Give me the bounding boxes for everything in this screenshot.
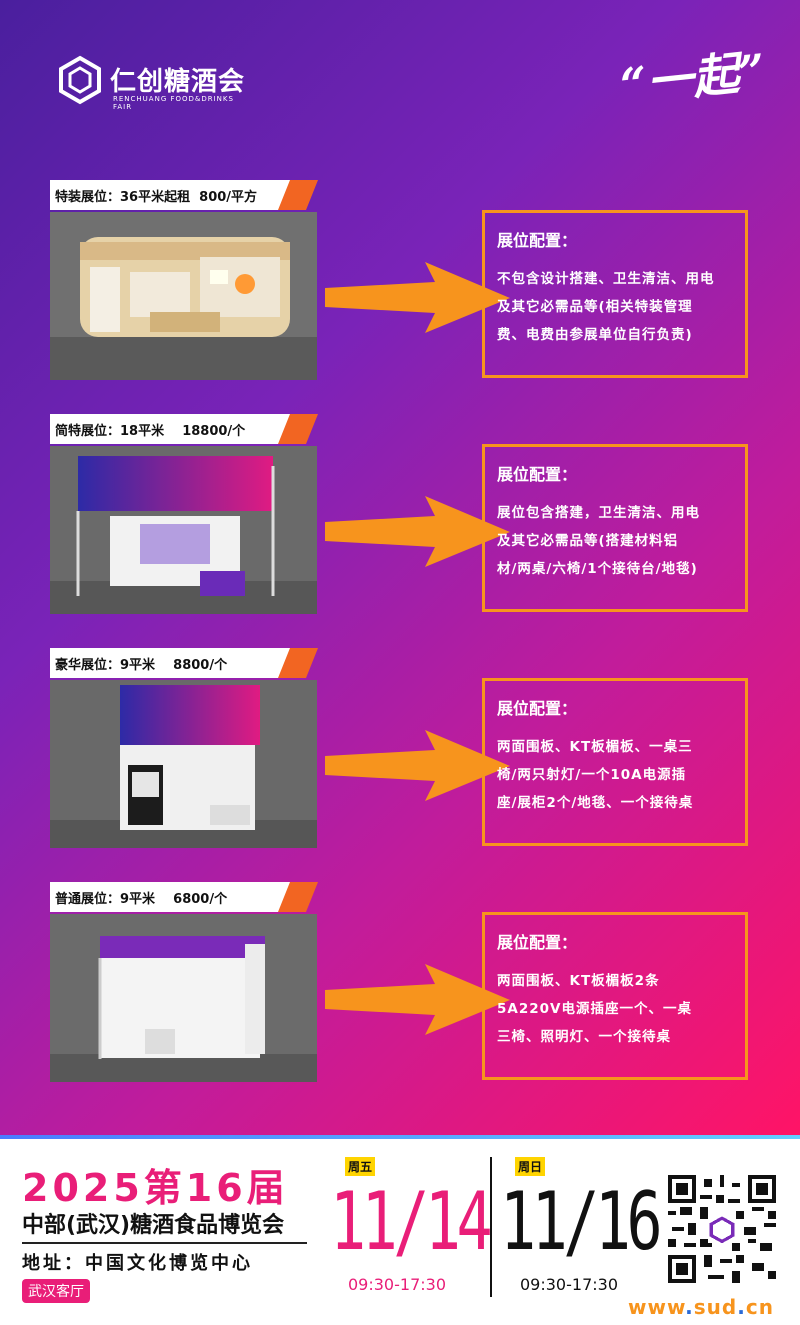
config-line: 及其它必需品等(相关特装管理 bbox=[497, 299, 693, 315]
right-arrow-icon bbox=[325, 496, 510, 567]
config-body: 展位包含搭建，卫生清洁、用电 及其它必需品等(搭建材料铝 材/两桌/六椅/1个接… bbox=[497, 499, 742, 583]
booth-label: 普通展位：9平米 6800/个 bbox=[55, 892, 228, 907]
booth-photo-simple bbox=[50, 446, 317, 614]
watermark-dot: . bbox=[737, 1295, 746, 1319]
right-arrow-icon bbox=[325, 730, 510, 801]
booth-label: 简特展位：18平米 18800/个 bbox=[55, 424, 246, 439]
watermark-pre: www bbox=[628, 1295, 686, 1319]
config-body: 不包含设计搭建、卫生清洁、用电 及其它必需品等(相关特装管理 费、电费由参展单位… bbox=[497, 265, 742, 349]
config-line: 两面围板、KT板楣板2条 bbox=[497, 973, 660, 989]
right-arrow-icon bbox=[325, 262, 510, 333]
hall-badge: 武汉客厅 bbox=[22, 1279, 90, 1303]
config-line: 座/展柜2个/地毯、一个接待桌 bbox=[497, 795, 694, 811]
poster-background: 仁创糖酒会 RENCHUANG FOOD&DRINKS FAIR “一起” 特装… bbox=[0, 0, 800, 1135]
config-line: 费、电费由参展单位自行负责) bbox=[497, 327, 693, 343]
address: 地址：中国文化博览中心 bbox=[22, 1253, 253, 1274]
end-time: 09:30-17:30 bbox=[520, 1275, 618, 1294]
watermark-post: cn bbox=[745, 1295, 774, 1319]
hexagon-logo-icon bbox=[59, 55, 101, 105]
config-line: 椅/两只射灯/一个10A电源插 bbox=[497, 767, 687, 783]
config-line: 5A220V电源插座一个、一桌 bbox=[497, 1001, 692, 1017]
booth-label: 特装展位：36平米起租 800/平方 bbox=[55, 190, 258, 205]
booth-config-standard: 展位配置： 两面围板、KT板楣板2条 5A220V电源插座一个、一桌 三椅、照明… bbox=[482, 912, 748, 1080]
start-day-badge: 周五 bbox=[345, 1157, 376, 1176]
start-date: 11/14 bbox=[330, 1175, 493, 1268]
end-day-badge: 周日 bbox=[515, 1157, 546, 1176]
brand-name: 仁创糖酒会 bbox=[110, 67, 246, 97]
slogan: “一起” bbox=[617, 43, 768, 113]
config-line: 两面围板、KT板楣板、一桌三 bbox=[497, 739, 693, 755]
config-body: 两面围板、KT板楣板2条 5A220V电源插座一个、一桌 三椅、照明灯、一个接待… bbox=[497, 967, 742, 1051]
config-title: 展位配置： bbox=[497, 933, 578, 952]
booth-config-simple: 展位配置： 展位包含搭建，卫生清洁、用电 及其它必需品等(搭建材料铝 材/两桌/… bbox=[482, 444, 748, 612]
start-time: 09:30-17:30 bbox=[348, 1275, 446, 1294]
config-line: 及其它必需品等(搭建材料铝 bbox=[497, 533, 679, 549]
brand-subtitle: RENCHUANG FOOD&DRINKS FAIR bbox=[113, 95, 234, 111]
right-arrow-icon bbox=[325, 964, 510, 1035]
footer: 2025第16届 中部(武汉)糖酒食品博览会 地址：中国文化博览中心 武汉客厅 … bbox=[0, 1135, 800, 1325]
booth-photo-special bbox=[50, 212, 317, 380]
year-session: 2025第16届 bbox=[22, 1166, 289, 1210]
watermark-dot: . bbox=[685, 1295, 694, 1319]
footer-rule bbox=[0, 1135, 800, 1139]
config-line: 展位包含搭建，卫生清洁、用电 bbox=[497, 505, 700, 521]
watermark: www.sud.cn bbox=[628, 1295, 774, 1319]
booth-section-simple-special: 简特展位：18平米 18800/个 展位配置： 展位包含搭建 bbox=[50, 414, 770, 619]
watermark-mid: sud bbox=[693, 1295, 738, 1319]
booth-section-special: 特装展位：36平米起租 800/平方 展位配置： 不包含设计搭建 bbox=[50, 180, 770, 385]
booth-label-bar: 豪华展位：9平米 8800/个 bbox=[50, 648, 315, 678]
config-title: 展位配置： bbox=[497, 465, 578, 484]
fair-name: 中部(武汉)糖酒食品博览会 bbox=[22, 1213, 285, 1238]
qr-code-icon bbox=[668, 1175, 776, 1283]
booth-section-standard: 普通展位：9平米 6800/个 展位配置： 两面围板、KT板楣板2条 5A220… bbox=[50, 882, 770, 1087]
config-body: 两面围板、KT板楣板、一桌三 椅/两只射灯/一个10A电源插 座/展柜2个/地毯… bbox=[497, 733, 742, 817]
config-line: 三椅、照明灯、一个接待桌 bbox=[497, 1029, 671, 1045]
end-date: 11/16 bbox=[500, 1175, 663, 1268]
brand-logo: 仁创糖酒会 RENCHUANG FOOD&DRINKS FAIR bbox=[55, 55, 245, 115]
booth-label-bar: 特装展位：36平米起租 800/平方 bbox=[50, 180, 315, 210]
booth-label: 豪华展位：9平米 8800/个 bbox=[55, 658, 228, 673]
config-title: 展位配置： bbox=[497, 699, 578, 718]
booth-section-luxury: 豪华展位：9平米 8800/个 展位配置： 两面围板、KT板楣板、一桌三 椅/两 bbox=[50, 648, 770, 853]
booth-config-luxury: 展位配置： 两面围板、KT板楣板、一桌三 椅/两只射灯/一个10A电源插 座/展… bbox=[482, 678, 748, 846]
config-line: 不包含设计搭建、卫生清洁、用电 bbox=[497, 271, 715, 287]
booth-photo-luxury bbox=[50, 680, 317, 848]
footer-underline bbox=[22, 1242, 307, 1244]
date-divider bbox=[490, 1157, 492, 1297]
booth-label-bar: 简特展位：18平米 18800/个 bbox=[50, 414, 315, 444]
config-line: 材/两桌/六椅/1个接待台/地毯) bbox=[497, 561, 698, 577]
config-title: 展位配置： bbox=[497, 231, 578, 250]
booth-label-bar: 普通展位：9平米 6800/个 bbox=[50, 882, 315, 912]
booth-photo-standard bbox=[50, 914, 317, 1082]
booth-config-special: 展位配置： 不包含设计搭建、卫生清洁、用电 及其它必需品等(相关特装管理 费、电… bbox=[482, 210, 748, 378]
